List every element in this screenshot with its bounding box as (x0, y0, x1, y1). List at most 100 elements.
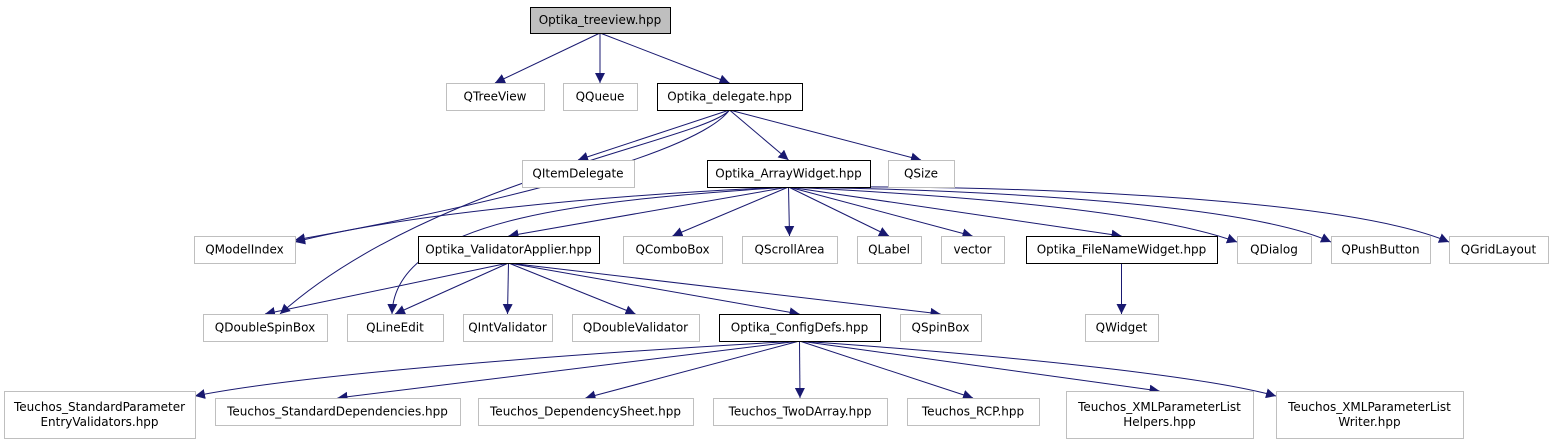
node-treeview[interactable]: Optika_treeview.hpp (530, 7, 671, 34)
edge-arraywidget-to-qmodelindex (294, 186, 789, 245)
edge-treeview-to-delegate (599, 32, 730, 85)
node-label: QTreeView (464, 90, 527, 104)
node-label: QSize (904, 167, 938, 181)
node-qdialog: QDialog (1237, 236, 1312, 264)
node-box (657, 83, 803, 111)
node-delegate[interactable]: Optika_delegate.hpp (657, 83, 803, 111)
node-qsize: QSize (888, 160, 955, 188)
node-qitemdelegate: QItemDelegate (522, 160, 635, 188)
node-box (623, 236, 723, 264)
node-box (907, 398, 1040, 426)
node-label: QPushButton (1341, 243, 1419, 257)
node-label: Optika_ConfigDefs.hpp (731, 321, 868, 335)
node-box (857, 236, 922, 264)
edge-arraywidget-to-qpushbutton (788, 186, 1332, 243)
edge-configdefs-to-depsheet (585, 340, 800, 401)
edge-configdefs-to-rcp (799, 340, 974, 400)
node-configdefs[interactable]: Optika_ConfigDefs.hpp (719, 314, 881, 342)
node-box (347, 314, 444, 342)
node-box (1026, 236, 1218, 264)
edge-validatorapplier-to-qintvalidator (502, 262, 513, 315)
edge-delegate-to-qitemdelegate (577, 109, 730, 162)
node-box (446, 83, 545, 111)
node-label: QQueue (576, 90, 625, 104)
edge-arraywidget-to-qcombobox (672, 186, 789, 237)
edge-arraywidget-to-qlabel (788, 186, 890, 237)
node-label: Teuchos_StandardDependencies.hpp (226, 405, 448, 419)
node-label: QModelIndex (205, 243, 284, 257)
node-qscrollarea: QScrollArea (742, 236, 838, 264)
node-box (1085, 314, 1159, 342)
node-box (563, 83, 638, 111)
edge-delegate-to-qsize (729, 109, 922, 163)
node-box (713, 398, 888, 426)
node-label: Optika_ValidatorApplier.hpp (425, 243, 591, 257)
node-box (719, 314, 881, 342)
node-box (1449, 236, 1549, 264)
node-qtreeview: QTreeView (446, 83, 545, 111)
edge-arraywidget-to-validatorapplier (508, 186, 789, 240)
node-label: Optika_treeview.hpp (539, 13, 662, 27)
node-qgridlayout: QGridLayout (1449, 236, 1549, 264)
node-qlineedit: QLineEdit (347, 314, 444, 342)
edge-delegate-to-qdoublespinbox (279, 109, 730, 315)
node-box (478, 398, 694, 426)
node-box (941, 236, 1005, 264)
node-label: Optika_delegate.hpp (667, 90, 792, 104)
node-rcp: Teuchos_RCP.hpp (907, 398, 1040, 426)
node-qlabel: QLabel (857, 236, 922, 264)
edge-arraywidget-to-vector (788, 186, 973, 239)
node-label: Teuchos_TwoDArray.hpp (728, 405, 872, 419)
node-label: QGridLayout (1461, 243, 1537, 257)
node-qpushbutton: QPushButton (1331, 236, 1431, 264)
node-box (707, 160, 871, 188)
node-stddeps: Teuchos_StandardDependencies.hpp (215, 398, 461, 426)
node-label: QItemDelegate (532, 167, 623, 181)
node-arraywidget[interactable]: Optika_ArrayWidget.hpp (707, 160, 871, 188)
node-box (203, 314, 328, 342)
node-label: QScrollArea (755, 243, 825, 257)
node-label: QLabel (868, 243, 910, 257)
node-qspinbox: QSpinBox (900, 314, 982, 342)
node-qqueue: QQueue (563, 83, 638, 111)
edge-arraywidget-to-qgridlayout (788, 186, 1450, 243)
node-depsheet: Teuchos_DependencySheet.hpp (478, 398, 694, 426)
edge-arraywidget-to-qscrollarea (784, 186, 795, 237)
node-qcombobox: QComboBox (623, 236, 723, 264)
edge-delegate-to-arraywidget (729, 109, 789, 161)
node-validatorapplier[interactable]: Optika_ValidatorApplier.hpp (418, 236, 600, 264)
edge-arraywidget-to-qlineedit (387, 186, 789, 315)
node-box (463, 314, 553, 342)
node-label: QDialog (1250, 243, 1298, 257)
edge-configdefs-to-xmlhelpers (799, 340, 1160, 395)
node-label: QDoubleValidator (583, 321, 688, 335)
node-label: Teuchos_XMLParameterList (1077, 400, 1241, 414)
edge-arraywidget-to-filenamewidget (788, 186, 1122, 240)
node-box (742, 236, 838, 264)
node-box (4, 391, 196, 439)
node-box (215, 398, 461, 426)
node-label: QWidget (1096, 321, 1148, 335)
edge-configdefs-to-stdparam (194, 340, 800, 399)
edge-validatorapplier-to-qlineedit (394, 262, 509, 315)
edge-configdefs-to-stddeps (337, 340, 800, 402)
node-label: QIntValidator (468, 321, 547, 335)
edge-validatorapplier-to-qdoublespinbox (264, 262, 509, 317)
node-box (522, 160, 635, 188)
node-box (1276, 391, 1464, 439)
node-qmodelindex: QModelIndex (194, 236, 296, 264)
edge-treeview-to-qtreeview (494, 32, 601, 84)
node-label: Writer.hpp (1338, 415, 1400, 429)
node-label: vector (953, 243, 991, 257)
node-qintvalidator: QIntValidator (463, 314, 553, 342)
node-label: Optika_FileNameWidget.hpp (1037, 243, 1207, 257)
node-filenamewidget[interactable]: Optika_FileNameWidget.hpp (1026, 236, 1218, 264)
node-label: Helpers.hpp (1123, 415, 1196, 429)
node-label: QSpinBox (912, 321, 970, 335)
node-box (1331, 236, 1431, 264)
node-box (888, 160, 955, 188)
node-qwidget: QWidget (1085, 314, 1159, 342)
node-label: QDoubleSpinBox (215, 321, 315, 335)
node-box (900, 314, 982, 342)
